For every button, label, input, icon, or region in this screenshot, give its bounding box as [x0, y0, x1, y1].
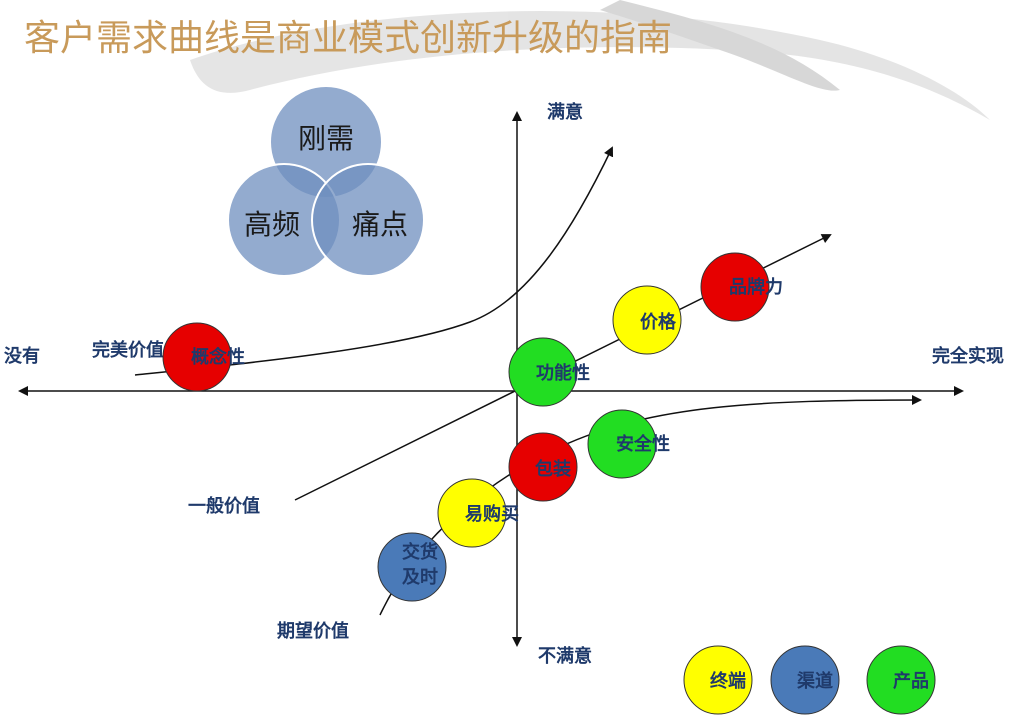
venn-diagram: 刚需 高频 痛点: [227, 85, 425, 277]
venn-label-right: 痛点: [352, 208, 408, 241]
node-package: 包装: [508, 432, 578, 502]
node-circle: [377, 532, 447, 602]
venn-label-top: 刚需: [298, 122, 354, 155]
node-label: 包装: [535, 458, 571, 480]
node-circle: [587, 409, 657, 479]
axis-label-left: 没有: [4, 345, 40, 367]
node-concept: 概念性: [162, 322, 245, 392]
axis-label-top: 满意: [547, 101, 583, 123]
legend-swatch: [683, 645, 753, 715]
node-circle: [437, 478, 507, 548]
node-brand: 品牌力: [700, 252, 783, 322]
node-label-line1: 交货: [402, 541, 438, 563]
venn-circle-right: [311, 163, 425, 277]
legend-label: 终端: [710, 670, 746, 692]
node-function: 功能性: [508, 337, 590, 407]
curve-label-general: 一般价值: [188, 495, 260, 517]
node-price: 价格: [612, 285, 682, 355]
node-label: 概念性: [191, 346, 245, 368]
legend-label: 渠道: [797, 670, 833, 692]
node-circle: [508, 337, 578, 407]
node-safety: 安全性: [587, 409, 670, 479]
page-title: 客户需求曲线是商业模式创新升级的指南: [24, 18, 672, 59]
axis-label-right: 完全实现: [932, 345, 1004, 367]
legend-item-channel: 渠道: [770, 645, 840, 715]
node-label-line2: 及时: [402, 567, 438, 588]
node-delivery: 交货 及时: [377, 532, 447, 602]
node-circle: [162, 322, 232, 392]
legend: 终端 渠道 产品: [683, 645, 936, 715]
node-label: 品牌力: [729, 276, 783, 298]
node-circle: [508, 432, 578, 502]
curve-label-expected: 期望价值: [277, 620, 349, 642]
node-label: 易购买: [465, 503, 519, 525]
node-label: 安全性: [616, 433, 670, 455]
node-label: 价格: [640, 311, 677, 333]
venn-label-left: 高频: [244, 208, 300, 241]
node-circle: [612, 285, 682, 355]
legend-item-product: 产品: [866, 645, 936, 715]
perfect-value-curve: [134, 146, 614, 376]
node-label: 功能性: [536, 362, 590, 384]
brush-stroke-decoration: [190, 0, 990, 120]
node-easy-buy: 易购买: [437, 478, 519, 548]
node-circle: [700, 252, 770, 322]
legend-item-terminal: 终端: [683, 645, 753, 715]
legend-label: 产品: [893, 670, 929, 692]
axis-label-bottom: 不满意: [538, 645, 592, 667]
legend-swatch: [770, 645, 840, 715]
legend-swatch: [866, 645, 936, 715]
curve-label-perfect: 完美价值: [92, 339, 164, 361]
